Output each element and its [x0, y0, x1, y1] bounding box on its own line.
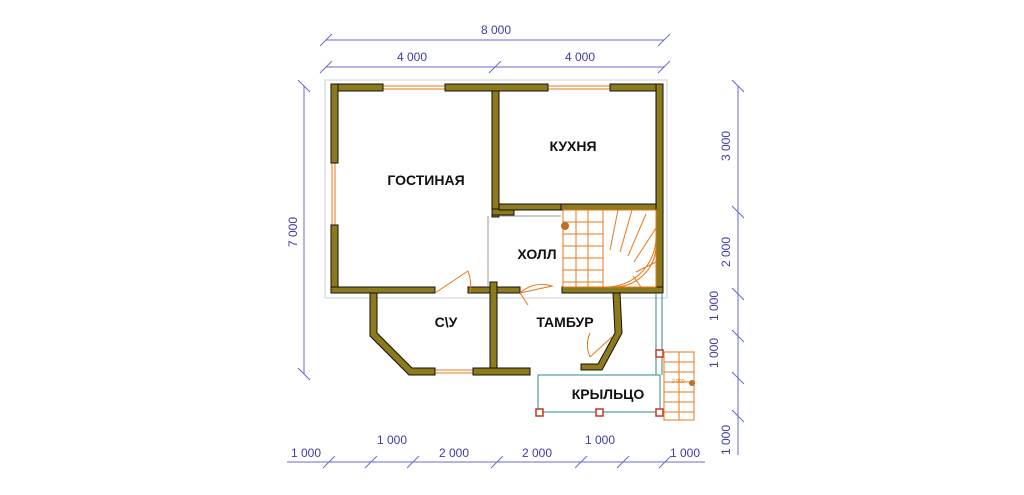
wall-living-bottom-left [330, 286, 436, 294]
room-label-vestibule: ТАМБУР [536, 314, 593, 330]
exterior-stair-label: 2 000 [672, 379, 685, 385]
dim-bottom-1: 1 000 [291, 446, 321, 460]
wall-bottom-right [561, 286, 664, 294]
post-icon [655, 408, 664, 417]
dim-right-1: 3 000 [719, 131, 733, 161]
dim-total-width: 8 000 [481, 23, 511, 37]
post-icon [535, 408, 544, 417]
exterior-stair [663, 351, 695, 421]
exterior-stair-marker [689, 380, 695, 386]
terrace-posts [535, 349, 664, 417]
wall-left-lower [330, 224, 339, 294]
wall-bottom-center [472, 367, 531, 376]
post-icon [655, 349, 664, 358]
wall-stair-edge [560, 203, 657, 211]
hall-partitions [487, 215, 561, 287]
dim-top-left: 4 000 [397, 50, 427, 64]
dimension-lines [287, 33, 745, 469]
dim-bottom-3: 2 000 [439, 446, 469, 460]
dim-bottom-4: 2 000 [522, 446, 552, 460]
dim-bottom-5: 1 000 [585, 433, 615, 447]
dim-bottom-2: 1 000 [377, 433, 407, 447]
room-label-bathroom: С\У [435, 314, 458, 330]
room-label-living: ГОСТИНАЯ [387, 172, 464, 188]
walls [330, 83, 664, 376]
wall-inner-vertical [491, 90, 500, 218]
wall-bathroom-bay [369, 292, 436, 376]
dim-top-right: 4 000 [565, 50, 595, 64]
wall-top-right [609, 83, 664, 92]
windows [331, 85, 610, 374]
dim-bottom-6: 1 000 [670, 446, 700, 460]
dim-right-4: 1 000 [707, 338, 721, 368]
dim-right-5: 1 000 [719, 425, 733, 455]
dim-right-2: 2 000 [719, 237, 733, 267]
wall-top-mid [444, 83, 549, 92]
dim-right-3: 1 000 [707, 291, 721, 321]
stair-marker [561, 222, 569, 230]
wall-top-left [330, 83, 384, 92]
dim-left-height: 7 000 [286, 217, 300, 247]
wall-kitchen-bottom [498, 203, 562, 211]
wall-right [655, 83, 664, 294]
door-swings [434, 270, 614, 358]
wall-center-lower [489, 281, 498, 375]
wall-left-upper [330, 83, 339, 164]
room-label-porch: КРЫЛЬЦО [572, 386, 645, 402]
wall-vestibule-bay [580, 292, 623, 371]
room-label-kitchen: КУХНЯ [549, 138, 596, 154]
room-label-hall: ХОЛЛ [517, 246, 556, 262]
staircase [562, 209, 657, 288]
post-icon [595, 408, 604, 417]
